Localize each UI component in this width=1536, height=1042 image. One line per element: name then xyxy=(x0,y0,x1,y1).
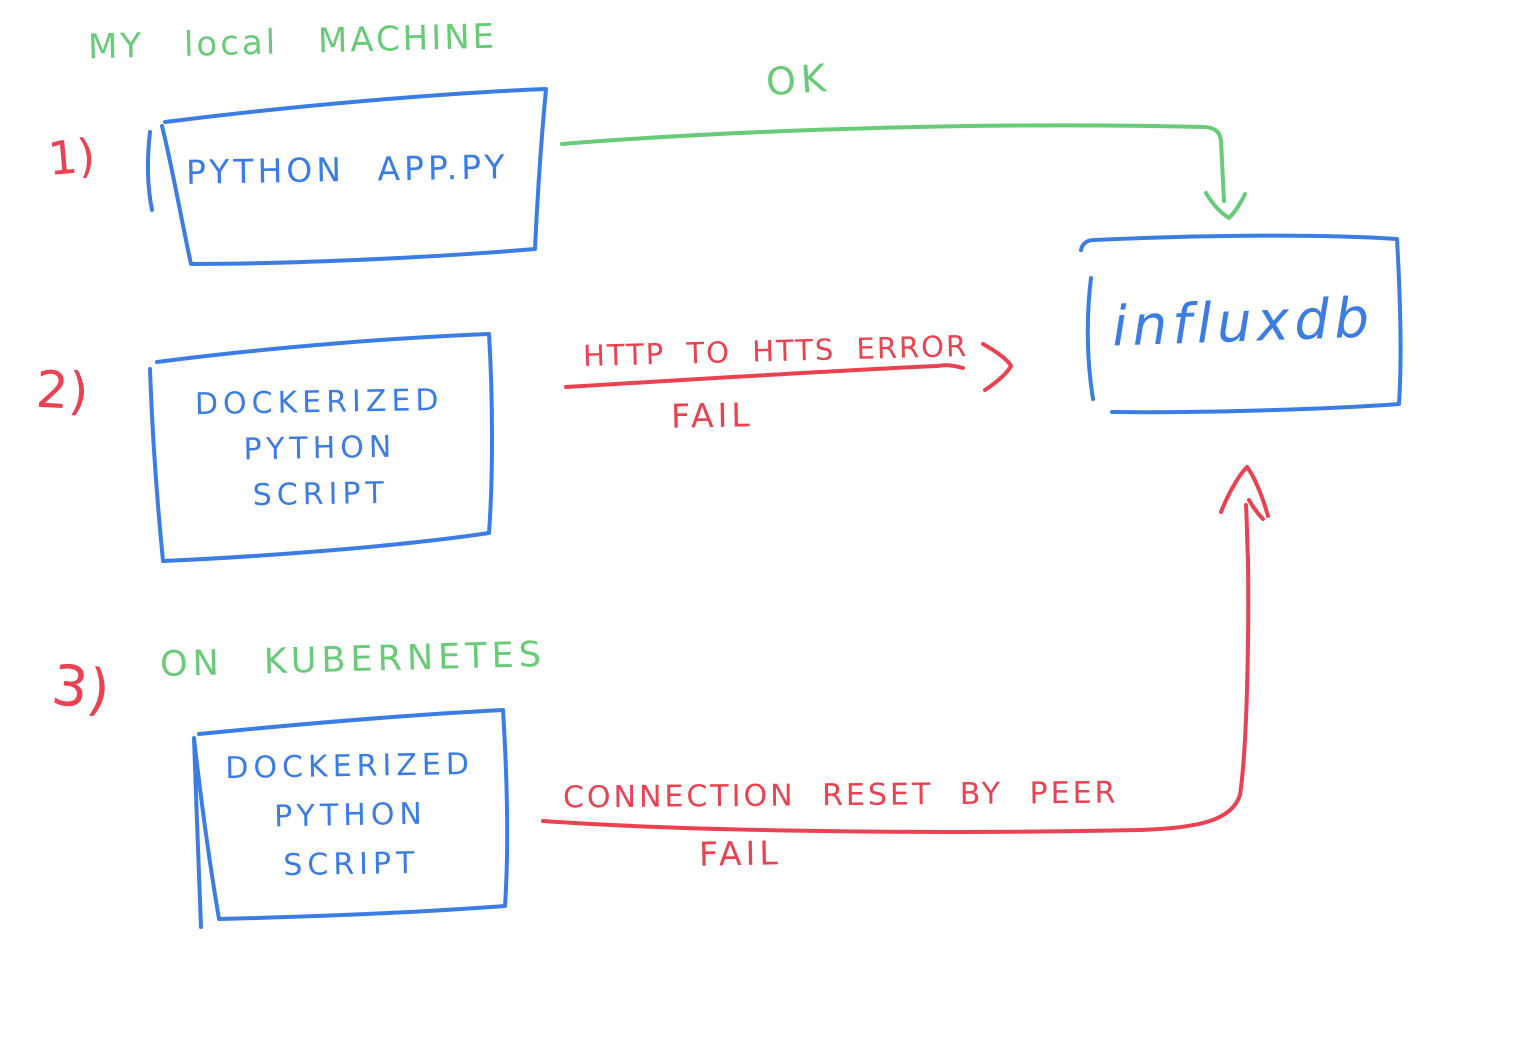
scenario-2-number: 2) xyxy=(34,360,90,423)
ok-arrowhead xyxy=(1204,191,1247,220)
dockerized-box-2-outline xyxy=(148,332,494,563)
box-3-line-3: SCRIPT xyxy=(282,845,420,884)
dockerized-box-2-label: DOCKERIZED PYTHON SCRIPT xyxy=(151,377,489,521)
ok-result-label: OK xyxy=(764,55,833,105)
connection-reset-label: CONNECTION RESET BY PEER xyxy=(562,775,1119,816)
connection-reset-arrowhead-inner xyxy=(1247,498,1265,521)
scenario-1-number: 1) xyxy=(45,128,98,186)
python-app-box-pen-tail xyxy=(145,130,154,212)
influxdb-node-label: influxdb xyxy=(1110,285,1376,359)
fail-result-label-3: FAIL xyxy=(698,833,782,874)
box-2-line-2: PYTHON xyxy=(243,429,397,468)
box-2-line-3: SCRIPT xyxy=(252,475,390,514)
dockerized-box-3-label: DOCKERIZED PYTHON SCRIPT xyxy=(192,739,510,891)
connection-reset-arrow xyxy=(541,503,1251,834)
python-app-box-label: PYTHON APP.PY xyxy=(185,147,509,192)
box-3-line-1: DOCKERIZED xyxy=(225,746,475,787)
box-3-line-2: PYTHON xyxy=(273,796,428,835)
ok-arrow xyxy=(560,123,1226,203)
scenario-3-number: 3) xyxy=(48,652,114,725)
http-error-arrowhead xyxy=(981,342,1013,392)
dockerized-box-3-outline xyxy=(192,708,510,929)
fail-result-label-2: FAIL xyxy=(670,395,754,436)
influxdb-box-left-edge xyxy=(1085,276,1095,401)
python-app-box-outline xyxy=(160,87,548,266)
box-2-line-1: DOCKERIZED xyxy=(194,382,444,423)
http-error-arrow xyxy=(564,363,965,389)
influxdb-box-outline xyxy=(1079,233,1403,415)
connection-reset-arrowhead xyxy=(1219,465,1270,518)
